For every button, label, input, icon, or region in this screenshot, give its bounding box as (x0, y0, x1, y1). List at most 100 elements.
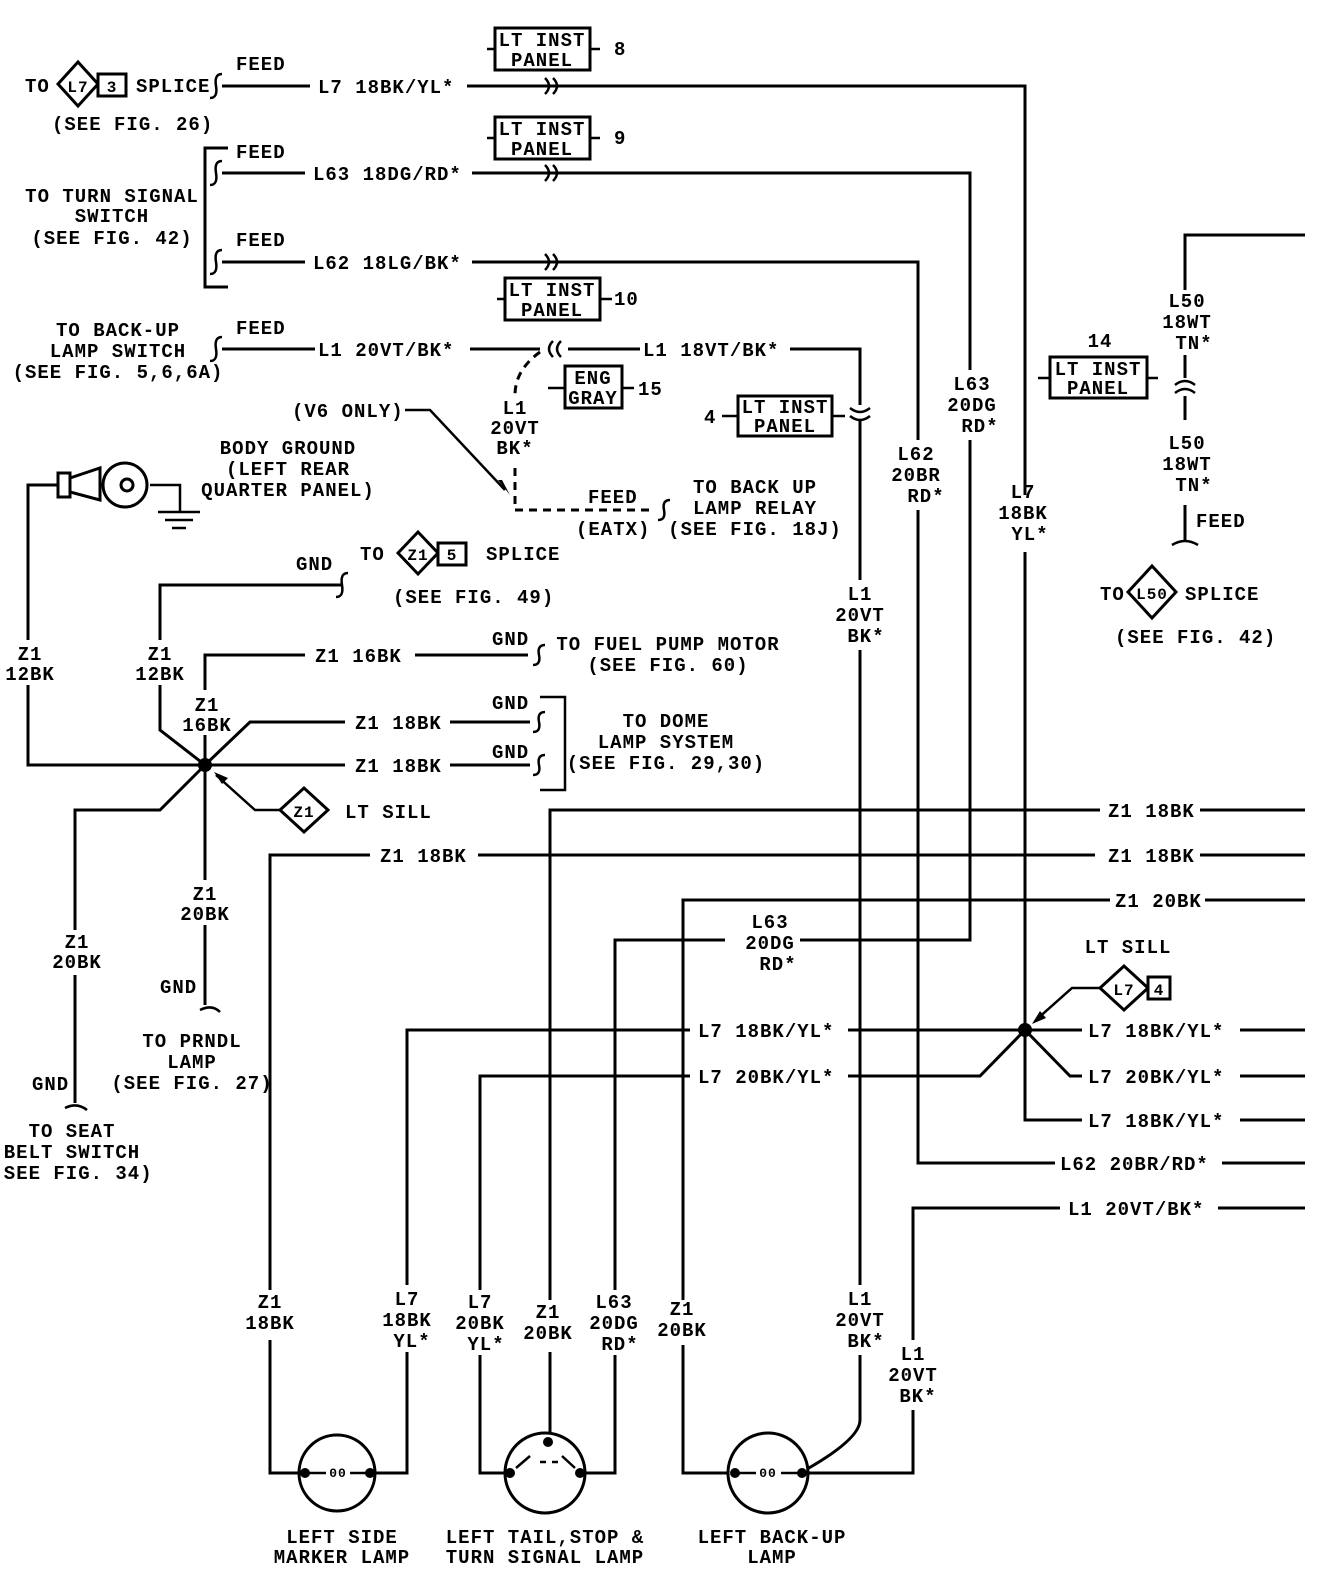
ground-icon (150, 483, 200, 530)
svg-text:20BK: 20BK (180, 904, 230, 926)
svg-text:Z1: Z1 (407, 547, 428, 565)
svg-text:L7: L7 (1113, 982, 1134, 1000)
turn-signal-switch-ref[interactable]: TO TURN SIGNAL SWITCH (SEE FIG. 42) (25, 186, 199, 250)
backup-lamp-relay-ref[interactable]: TO BACK UP LAMP RELAY (SEE FIG. 18J) (668, 477, 842, 541)
connector-name: LT INST (499, 119, 586, 141)
label-line: TO BACK UP (693, 477, 817, 499)
splice-l7[interactable]: TO L7 3 SPLICE (SEE FIG. 26) (25, 59, 213, 136)
svg-text:L1: L1 (901, 1344, 926, 1366)
wire-label: L63 18DG/RD* (313, 164, 462, 186)
connector-lt-inst-panel-10[interactable]: LT INST PANEL 10 (497, 276, 639, 322)
svg-text:00: 00 (329, 1466, 347, 1481)
svg-text:BELT SWITCH: BELT SWITCH (4, 1142, 140, 1164)
body-ground-label: BODY GROUND (LEFT REAR QUARTER PANEL) (201, 438, 374, 502)
svg-text:TO FUEL PUMP MOTOR: TO FUEL PUMP MOTOR (556, 634, 779, 656)
connector-name: LT INST (1055, 359, 1142, 381)
svg-text:20BK: 20BK (52, 952, 102, 974)
lamp-label: LEFT TAIL,STOP & (446, 1527, 644, 1549)
wire-z1-12bk-splice: GND Z1 12BK (135, 554, 349, 767)
svg-text:Z1 18BK: Z1 18BK (380, 846, 467, 868)
svg-text:Z1 20BK: Z1 20BK (1115, 891, 1202, 913)
lamp-label: LAMP (747, 1547, 797, 1569)
svg-text:Z1 18BK: Z1 18BK (1108, 801, 1195, 823)
wire-label: L62 18LG/BK* (313, 253, 462, 275)
svg-text:TN*: TN* (1175, 333, 1212, 355)
connector-name: LT INST (742, 397, 829, 419)
svg-text:Z1: Z1 (65, 932, 90, 954)
svg-text:L1: L1 (848, 584, 873, 606)
connector-name: LT INST (509, 280, 596, 302)
wire-label-l7-18-vert: L7 18BK YL* (382, 1289, 432, 1353)
svg-text:BK*: BK* (847, 626, 884, 648)
fuel-pump-motor-ref[interactable]: TO FUEL PUMP MOTOR (SEE FIG. 60) (556, 634, 779, 677)
svg-text:20BK: 20BK (455, 1313, 505, 1335)
dome-lamp-ref[interactable]: TO DOME LAMP SYSTEM (SEE FIG. 29,30) (567, 711, 765, 775)
svg-text:L7 18BK/YL*: L7 18BK/YL* (1088, 1111, 1224, 1133)
svg-text:Z1 18BK: Z1 18BK (1108, 846, 1195, 868)
svg-text:Z1: Z1 (258, 1292, 283, 1314)
pin-number: 15 (638, 379, 663, 401)
wire-label-l7-vert: L7 18BK YL* (998, 482, 1048, 546)
seat-belt-switch-ref[interactable]: TO SEAT BELT SWITCH (SEE FIG. 34) (0, 1121, 153, 1185)
splice-word: SPLICE (136, 76, 210, 98)
wire-l62-feed: L62 18LG/BK* FEED (209, 230, 1305, 1165)
svg-text:L7 18BK/YL*: L7 18BK/YL* (698, 1021, 834, 1043)
svg-text:YL*: YL* (1011, 524, 1048, 546)
connector-lt-inst-panel-9[interactable]: LT INST PANEL 9 (487, 115, 626, 161)
svg-text:18BK: 18BK (382, 1310, 432, 1332)
wire-label-l1-vert: L1 20VT BK* (835, 584, 885, 648)
svg-text:TO: TO (360, 544, 385, 566)
wire-l1-20vt-lower: L1 20VT/BK* L1 20VT BK* (805, 1199, 1305, 1475)
lamp-label: MARKER LAMP (274, 1547, 410, 1569)
splice-z1[interactable]: TO Z1 5 SPLICE (SEE FIG. 49) (360, 529, 560, 609)
svg-text:Z1: Z1 (193, 884, 218, 906)
svg-text:20DG: 20DG (745, 933, 795, 955)
lamp-label: TURN SIGNAL LAMP (446, 1547, 644, 1569)
feed-bracket-icon (209, 335, 223, 363)
left-side-marker-lamp[interactable]: 00 LEFT SIDE MARKER LAMP (274, 1433, 410, 1569)
arrow-icon (1032, 1011, 1046, 1024)
lamp-icon (726, 1431, 810, 1515)
svg-text:18BK: 18BK (998, 503, 1048, 525)
eatx-label: (EATX) (576, 519, 650, 541)
wire-label-l1-lower: L1 20VT BK* (835, 1289, 884, 1353)
pin-number: 8 (614, 39, 626, 61)
wire-l1-feed: L1 20VT/BK* L1 18VT/BK* FEED (209, 318, 871, 1475)
prndl-lamp-ref[interactable]: TO PRNDL LAMP (SEE FIG. 27) (111, 1031, 272, 1095)
svg-text:BODY GROUND: BODY GROUND (220, 438, 356, 460)
wire-z1-18bk-marker: Z1 18BK Z1 18BK Z1 18BK (245, 846, 1305, 1475)
svg-text:Z1: Z1 (536, 1302, 561, 1324)
body-ground-symbol (26, 461, 205, 767)
connector-lt-inst-panel-14[interactable]: LT INST PANEL 14 (1038, 331, 1158, 400)
connector-lt-inst-panel-8[interactable]: LT INST PANEL 8 (487, 26, 626, 72)
connector-lt-inst-panel-4[interactable]: LT INST PANEL 4 (704, 394, 845, 438)
lt-sill-z1: Z1 LT SILL (214, 772, 431, 835)
svg-text:L7 20BK/YL*: L7 20BK/YL* (1088, 1067, 1224, 1089)
l7-junction-dot (1018, 1023, 1032, 1037)
svg-text:(SEE FIG. 49): (SEE FIG. 49) (393, 587, 554, 609)
connector-name: PANEL (521, 300, 583, 322)
svg-text:YL*: YL* (467, 1334, 504, 1356)
wire-label: L62 20BR/RD* (1060, 1154, 1209, 1176)
wire-label-z1-12bk-a: Z1 12BK (5, 644, 54, 686)
lamp-label: LEFT BACK-UP (698, 1527, 847, 1549)
svg-text:TN*: TN* (1175, 475, 1212, 497)
splice-l50[interactable]: TO L50 SPLICE (SEE FIG. 42) (1100, 563, 1276, 649)
left-tail-stop-turn-lamp[interactable]: LEFT TAIL,STOP & TURN SIGNAL LAMP (446, 1431, 644, 1569)
wire-z1-20bk-seatbelt: Z1 20BK GND (32, 763, 207, 1112)
wire-label: L7 18BK/YL* (318, 77, 454, 99)
connector-eng-gray-15[interactable]: ENG GRAY 15 (548, 364, 663, 410)
svg-text:Z1: Z1 (18, 644, 43, 666)
svg-text:BK*: BK* (847, 1331, 884, 1353)
wire-label-l7-20-vert: L7 20BK YL* (455, 1292, 505, 1356)
svg-text:L50: L50 (1168, 291, 1205, 313)
svg-text:20VT: 20VT (835, 605, 885, 627)
svg-text:L7: L7 (468, 1292, 493, 1314)
backup-lamp-switch-ref[interactable]: TO BACK-UP LAMP SWITCH (SEE FIG. 5,6,6A) (13, 320, 224, 384)
svg-text:L63: L63 (953, 374, 990, 396)
svg-text:RD*: RD* (961, 416, 998, 438)
feed-label: FEED (236, 230, 286, 252)
left-backup-lamp[interactable]: 00 LEFT BACK-UP LAMP (698, 1431, 847, 1569)
connector-name: PANEL (1067, 378, 1129, 400)
